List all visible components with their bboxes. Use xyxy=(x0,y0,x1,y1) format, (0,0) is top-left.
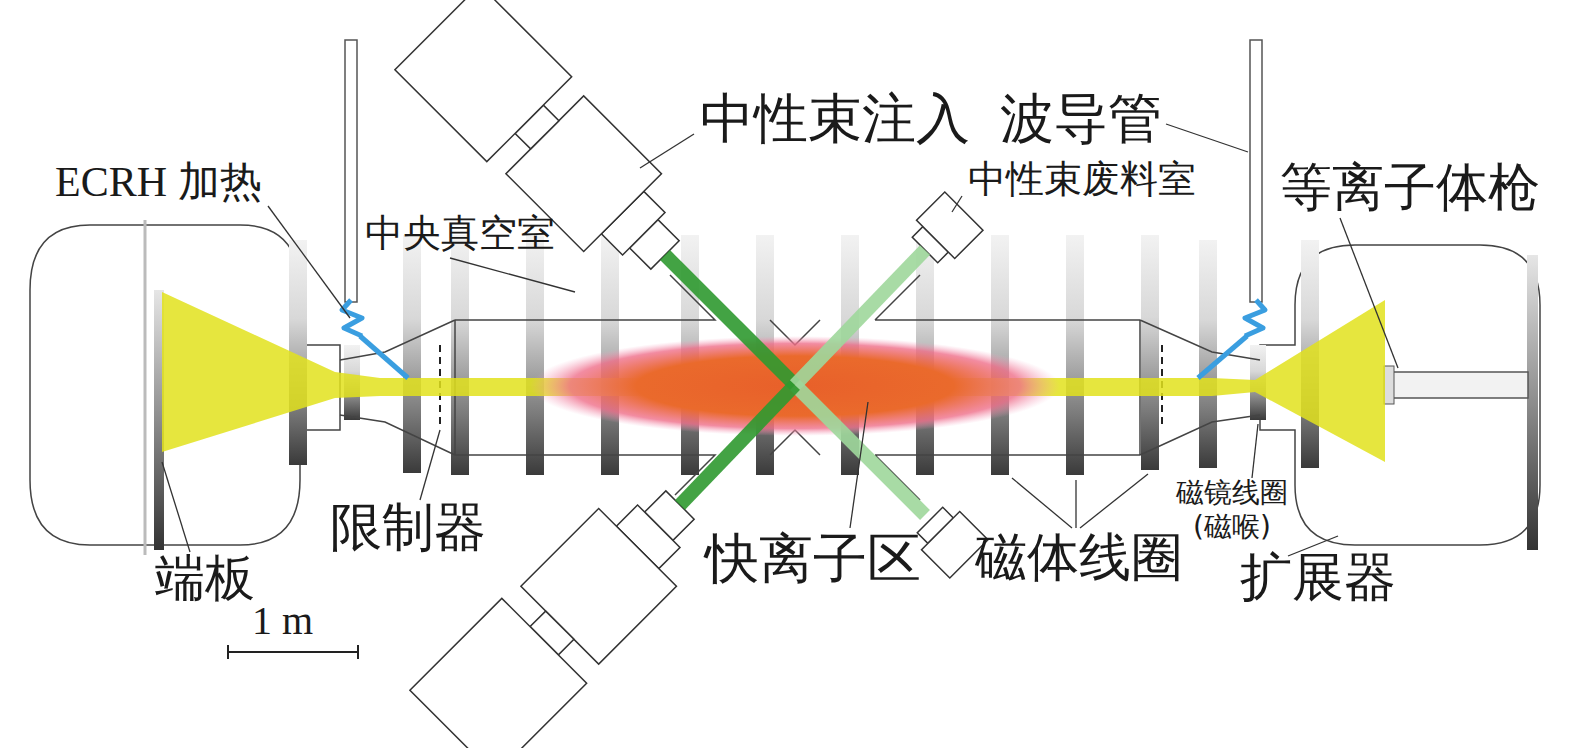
part-label: 扩展器 xyxy=(1240,548,1396,608)
plasma-gun xyxy=(1388,372,1528,398)
part-label: 等离子体枪 xyxy=(1280,158,1540,218)
part-label: 快离子区 xyxy=(705,528,921,590)
part-label: 限制器 xyxy=(330,498,486,558)
part-label: 磁镜线圈 (磁喉) xyxy=(1172,476,1292,543)
part-label: 中性束注入 xyxy=(700,88,970,150)
scale-label: 1 m xyxy=(252,598,313,644)
part-label: 中央真空室 xyxy=(365,212,555,256)
plasma xyxy=(162,292,1385,462)
leader-line xyxy=(162,124,1398,556)
expander-tank xyxy=(30,225,1540,545)
part-label: 波导管 xyxy=(1000,88,1162,150)
waveguide xyxy=(345,40,1262,302)
scale-bar xyxy=(228,645,358,659)
neutral-beam xyxy=(665,250,925,515)
ecrh-beam xyxy=(342,300,1265,378)
part-label: 中性束废料室 xyxy=(968,158,1196,202)
part-label: 端板 xyxy=(155,550,255,608)
part-label: ECRH 加热 xyxy=(55,158,262,206)
part-label: 磁体线圈 xyxy=(975,528,1183,588)
